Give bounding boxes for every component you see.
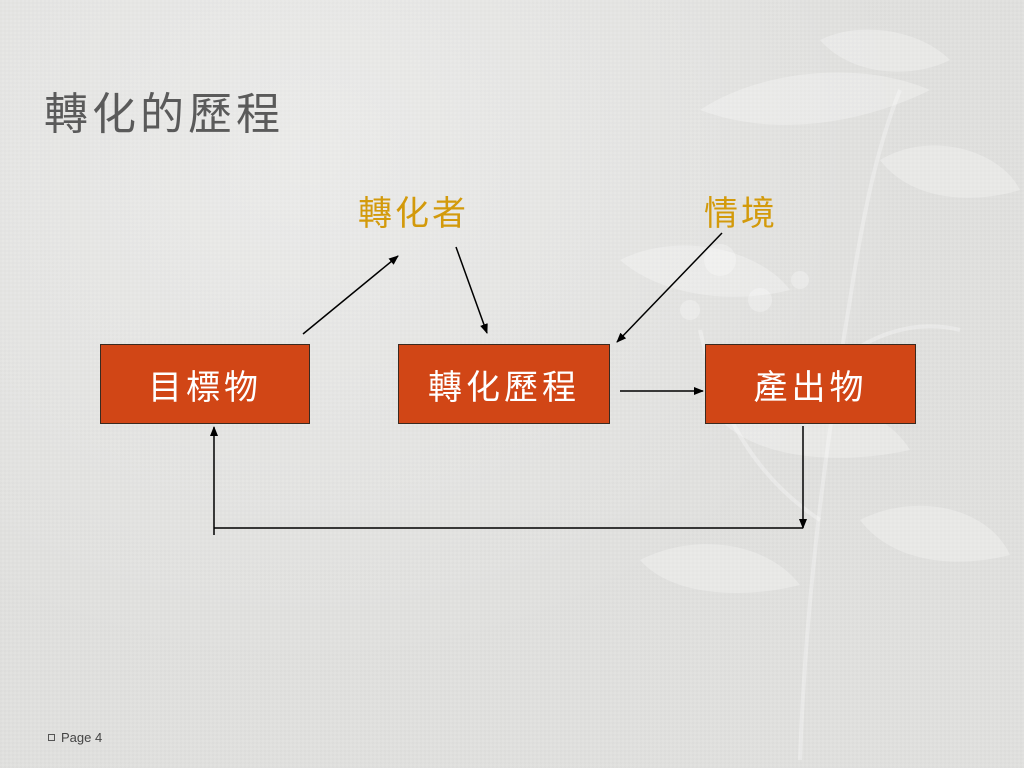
process-box: 轉化歷程 <box>398 344 610 424</box>
process-box-label: 轉化歷程 <box>428 367 580 408</box>
target-box-label: 目標物 <box>148 367 262 408</box>
transformer-label: 轉化者 <box>358 194 469 234</box>
page-number: Page 4 <box>61 730 103 745</box>
output-box: 產出物 <box>705 344 916 424</box>
context-label: 情境 <box>704 194 778 234</box>
output-box-label: 產出物 <box>753 367 868 408</box>
target-box: 目標物 <box>100 344 310 424</box>
bullet-icon <box>48 734 55 741</box>
slide-title: 轉化的歷程 <box>44 89 284 140</box>
page-footer: Page 4 <box>48 730 102 745</box>
